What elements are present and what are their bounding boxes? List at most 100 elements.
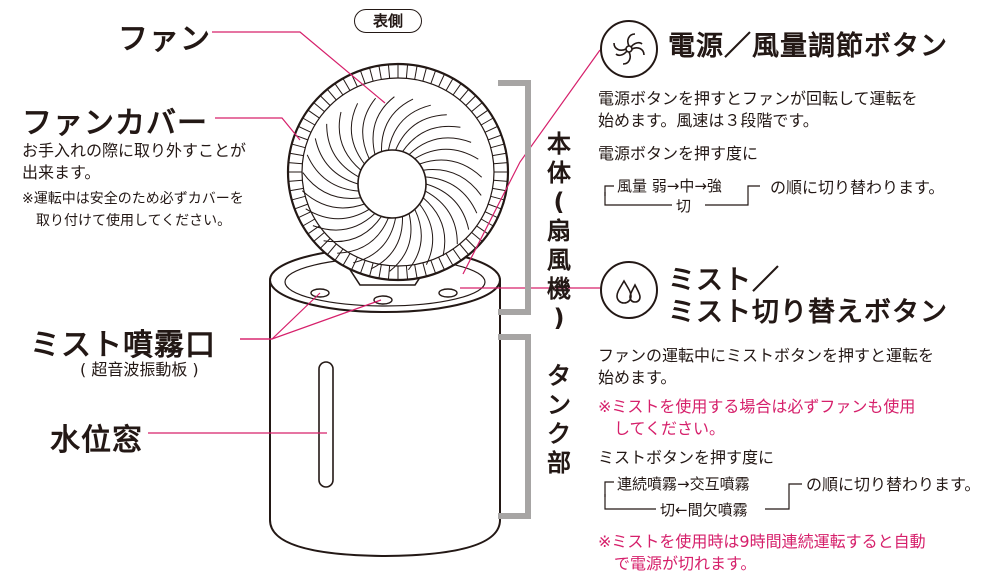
cage-bar (452, 248, 462, 261)
cage-bar (405, 265, 409, 280)
cage-bar (492, 152, 507, 157)
body-section-label: 本体(扇風機) (547, 130, 571, 332)
mist-nozzle-label: ミスト噴霧口 (30, 328, 216, 363)
fan-blade (370, 216, 404, 270)
fan-blade (423, 169, 482, 196)
leader-lines (148, 31, 601, 434)
mist-desc-1: ファンの運転中にミストボタンを押すと運転を (598, 346, 935, 365)
cage-bar (459, 88, 470, 101)
mist-button[interactable] (600, 261, 658, 319)
fan-cover-label: ファンカバー (22, 106, 208, 141)
cage-bar (298, 125, 312, 133)
fan-blade (425, 176, 478, 214)
fan-blade (395, 114, 447, 151)
fan-blade (402, 125, 461, 152)
cage-bar (445, 253, 454, 266)
fan-blade (362, 97, 376, 159)
mist-seq-suffix: の順に切り替わります。 (806, 475, 981, 494)
cage-bar (302, 218, 316, 227)
tank-body (269, 247, 501, 558)
fan-blade (419, 203, 434, 265)
fan-blade (425, 183, 470, 230)
fan-blade (326, 123, 359, 178)
cage-bar (359, 70, 366, 84)
tank-section-label: タンク部 (547, 362, 571, 477)
fan-cover-note-2: 取り付けて使用してください。 (36, 213, 232, 229)
cage-bar (291, 195, 306, 201)
cage-bar (490, 195, 505, 201)
cage-bar (492, 187, 507, 192)
cage-bar (414, 65, 418, 80)
mist-note-2: してください。 (614, 419, 726, 438)
cage-bar (313, 232, 325, 242)
cage-bar (476, 109, 489, 119)
cage-bar (430, 260, 437, 274)
cage-bar (484, 211, 498, 219)
cage-bar (422, 262, 427, 277)
fan-cover-desc-1: お手入れの際に取り外すことが (22, 141, 247, 160)
fan-blade (323, 216, 382, 243)
cage-bar (422, 67, 427, 82)
cage-bar (326, 243, 337, 256)
water-drops-icon (616, 279, 641, 304)
cage-bar (289, 152, 304, 157)
mist-desc-2: 始めます。 (598, 368, 677, 387)
fan-blade (350, 103, 365, 165)
mist-nozzle-sublabel: ( 超音波振動板 ) (80, 360, 199, 379)
cage-bar (288, 162, 303, 165)
fan-blade (305, 208, 370, 220)
fan-cover-desc-2: 出来ます。 (22, 163, 101, 182)
cage-bar (288, 179, 303, 182)
section-brackets (498, 80, 531, 519)
fan-blade (372, 96, 395, 155)
power-seq-bottom: 切 (676, 197, 692, 215)
cage-bar (493, 179, 508, 182)
cage-bar (342, 253, 351, 266)
cage-bar (342, 78, 351, 91)
fan-blade (314, 138, 359, 185)
cage-bar (291, 143, 306, 149)
cage-bar (307, 109, 320, 119)
power-desc-2: 始めます。風速は３段階です。 (598, 111, 819, 130)
cage-bar (334, 248, 344, 261)
fan-blade (387, 104, 431, 151)
cage-bar (480, 218, 494, 227)
cage-bar (414, 264, 418, 279)
fan-blade (338, 111, 362, 171)
fan-blade (389, 213, 412, 272)
fan-label: ファン (118, 22, 211, 57)
cage-bar (465, 95, 477, 106)
mist-button-title-2: ミスト切り替えボタン (668, 297, 948, 328)
cage-bar (334, 83, 344, 96)
power-seq-suffix: の順に切り替わります。 (770, 178, 945, 197)
cage-bar (488, 134, 502, 141)
cage-bar (452, 83, 462, 96)
mist-button-title-1: ミスト／ (668, 265, 780, 296)
fan-blade (408, 209, 422, 271)
water-level-window (318, 361, 334, 488)
power-button[interactable] (600, 20, 658, 78)
cage-bar (405, 64, 409, 79)
cage-bar (480, 117, 494, 126)
fan-blades (301, 96, 483, 272)
power-button-title: 電源／風量調節ボタン (668, 31, 948, 62)
mist-bottom-note-1: ※ミストを使用時は9時間連続運転すると自動 (598, 532, 926, 551)
mist-seq-bottom: 切←間欠噴霧 (660, 501, 748, 519)
cage-bar (369, 262, 374, 277)
fan-cover-note-1: ※運転中は安全のため必ずカバーを (22, 191, 244, 207)
cage-bar (319, 95, 331, 106)
cage-bar (294, 203, 308, 210)
mist-bottom-note-2: で電源が切れます。 (614, 554, 757, 573)
fan-blade (302, 172, 361, 199)
cage-bar (289, 187, 304, 192)
fan-blade (414, 148, 479, 160)
cage-bar (438, 256, 445, 271)
cage-bar (490, 143, 505, 149)
cage-bar (471, 102, 483, 112)
fan-blade (306, 154, 359, 192)
fan-blade (408, 137, 472, 155)
cage-bar (484, 125, 498, 133)
cage-bar (359, 260, 366, 274)
cage-bar (430, 70, 437, 84)
